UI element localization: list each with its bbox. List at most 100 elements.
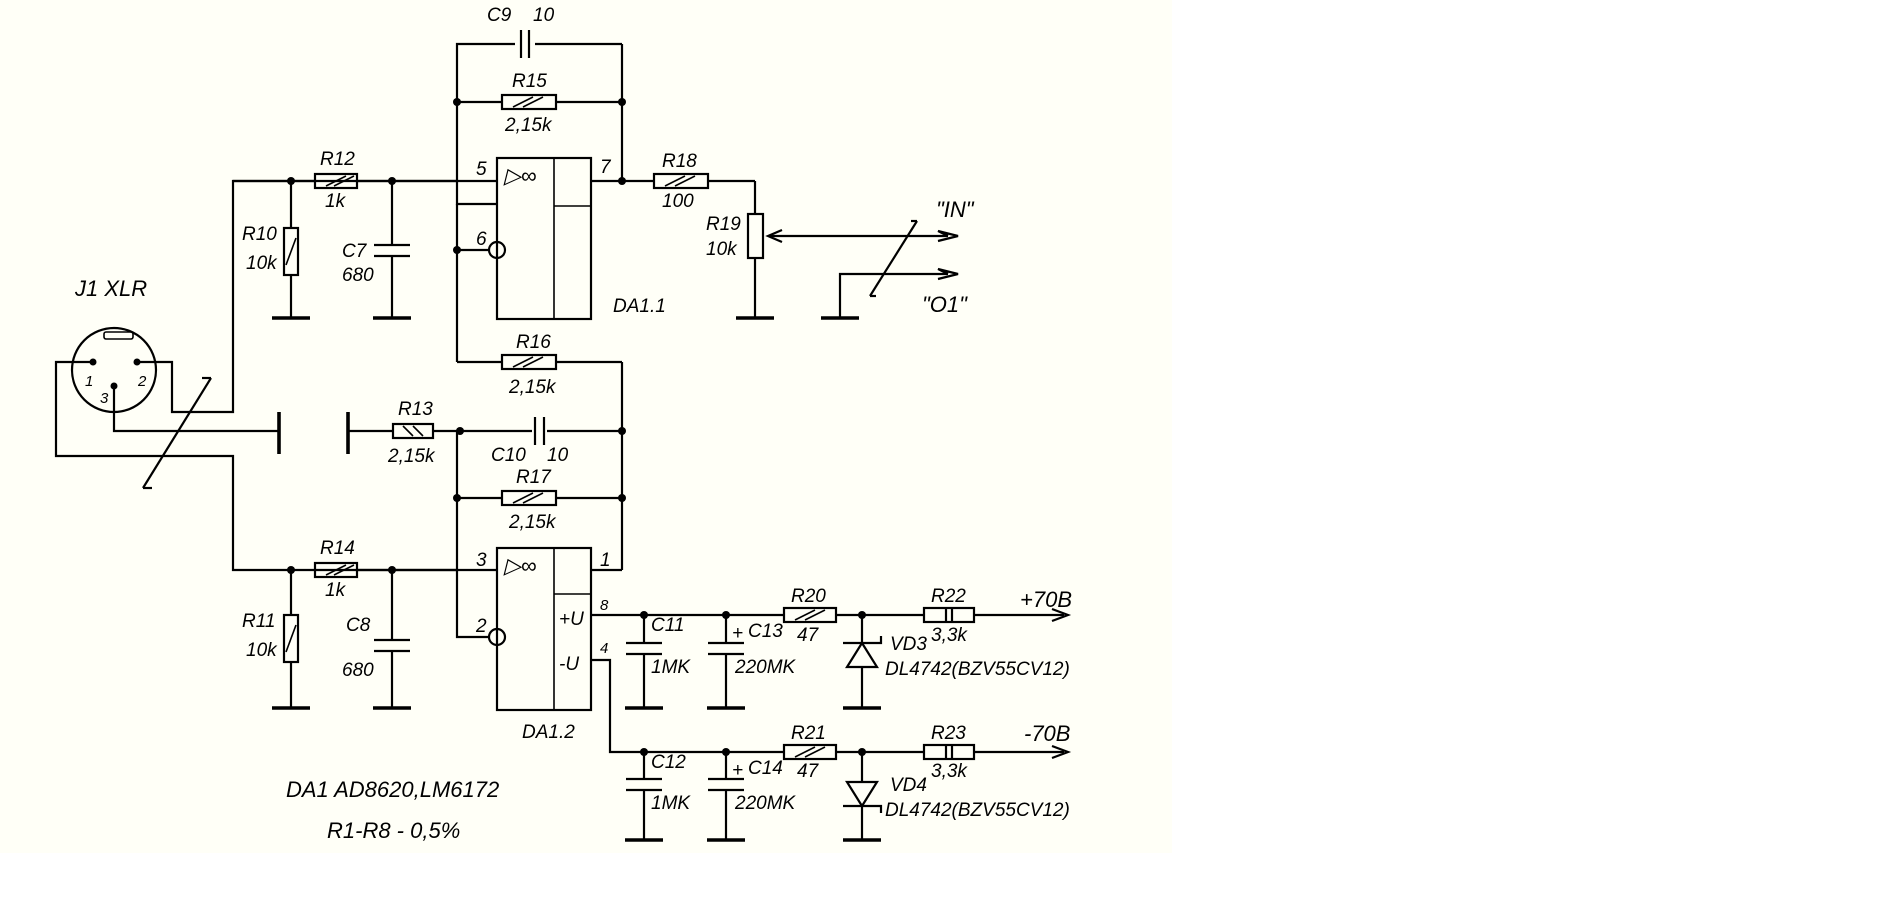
r13-value: 2,15k (387, 446, 436, 467)
da12-pin3: 3 (476, 550, 487, 571)
c11-value: 1MK (651, 657, 691, 678)
r15-value: 2,15k (504, 115, 553, 136)
note-tolerance: R1-R8 - 0,5% (327, 818, 460, 843)
capacitor-c10: C10 10 (491, 417, 569, 466)
da11-pin7: 7 (600, 157, 612, 178)
r21-ref: R21 (791, 723, 826, 744)
resistor-r15: R15 2,15k (500, 71, 558, 136)
power-negative-label: -70B (1024, 721, 1070, 746)
r10-ref: R10 (242, 224, 277, 245)
capacitor-c14: + C14 220MK (708, 758, 797, 814)
da12-ref: DA1.2 (522, 722, 575, 743)
c9-ref: C9 (487, 5, 512, 26)
xlr-name: J1 XLR (74, 276, 147, 301)
r11-ref: R11 (242, 611, 275, 632)
capacitor-c8: C8 680 (342, 615, 410, 681)
r11-value: 10k (246, 640, 278, 661)
xlr-pin1: 1 (85, 373, 93, 390)
c8-value: 680 (342, 660, 374, 681)
r20-value: 47 (797, 625, 820, 646)
da11-pin6: 6 (476, 229, 487, 250)
zener-vd4: VD4 DL4742(BZV55CV12) (843, 775, 1070, 821)
da11-ref: DA1.1 (613, 296, 666, 317)
xlr-pin2: 2 (137, 373, 147, 390)
capacitor-c12: C12 1MK (626, 752, 691, 814)
c11-ref: C11 (651, 615, 684, 636)
c12-value: 1MK (651, 793, 691, 814)
r19-value: 10k (706, 239, 738, 260)
zener-vd3: VD3 DL4742(BZV55CV12) (843, 634, 1070, 680)
r23-value: 3,3k (931, 761, 968, 782)
r19-ref: R19 (706, 214, 741, 235)
capacitor-c7: C7 680 (342, 241, 410, 286)
resistor-r23: R23 3,3k (922, 723, 976, 782)
da12-pin2: 2 (475, 616, 487, 637)
r21-value: 47 (797, 761, 820, 782)
resistor-r14: R14 1k (313, 538, 359, 601)
svg-text:+: + (732, 760, 743, 781)
vd4-ref: VD4 (890, 775, 927, 796)
da12-pin1: 1 (600, 550, 611, 571)
note-opamp-type: DA1 AD8620,LM6172 (286, 777, 499, 802)
c13-ref: C13 (748, 621, 783, 642)
xlr-pin3: 3 (100, 390, 109, 407)
r18-ref: R18 (662, 151, 697, 172)
r23-ref: R23 (931, 723, 966, 744)
r20-ref: R20 (791, 586, 826, 607)
c10-ref: C10 (491, 445, 526, 466)
power-positive-label: +70B (1020, 587, 1072, 612)
r16-value: 2,15k (508, 377, 557, 398)
opamp-da1-2: ▷∞ 3 2 1 8 4 +U -U DA1.2 (475, 546, 611, 743)
capacitor-c13: + C13 220MK (708, 621, 797, 678)
r12-value: 1k (325, 191, 347, 212)
resistor-r21: R21 47 (782, 723, 838, 782)
c7-ref: C7 (342, 241, 368, 262)
c12-ref: C12 (651, 752, 686, 773)
c7-value: 680 (342, 265, 374, 286)
da12-vneg-label: -U (559, 654, 579, 675)
r17-ref: R17 (516, 467, 552, 488)
r14-value: 1k (325, 580, 347, 601)
r18-value: 100 (662, 191, 694, 212)
c13-value: 220MK (734, 657, 797, 678)
r22-ref: R22 (931, 586, 966, 607)
c14-value: 220MK (734, 793, 797, 814)
c9-value: 10 (533, 5, 555, 26)
r14-ref: R14 (320, 538, 355, 559)
resistor-r18: R18 100 (652, 151, 710, 212)
output-o1-label: "O1" (922, 292, 968, 317)
r12-ref: R12 (320, 149, 355, 170)
da12-pin8: 8 (600, 597, 609, 614)
r17-value: 2,15k (508, 512, 557, 533)
c14-ref: C14 (748, 758, 783, 779)
da11-pin5: 5 (476, 159, 487, 180)
capacitor-c11: C11 1MK (626, 615, 691, 678)
r13-ref: R13 (398, 399, 433, 420)
r22-value: 3,3k (931, 625, 968, 646)
opamp-da1-1: ▷∞ 5 6 7 DA1.1 (476, 156, 666, 321)
svg-text:+: + (732, 623, 743, 644)
resistor-r13: R13 2,15k (387, 399, 436, 467)
resistor-r22: R22 3,3k (922, 586, 976, 646)
resistor-r20: R20 47 (782, 586, 838, 646)
vd3-value: DL4742(BZV55CV12) (885, 659, 1070, 680)
da12-vpos-label: +U (559, 609, 584, 630)
resistor-r17: R17 2,15k (500, 467, 558, 533)
output-in-label: "IN" (936, 197, 975, 222)
da11-symbol: ▷∞ (503, 163, 537, 188)
da12-pin4: 4 (600, 640, 608, 657)
r15-ref: R15 (512, 71, 547, 92)
paper-background (0, 0, 1172, 853)
potentiometer-r19: R19 10k (706, 212, 783, 260)
capacitor-c9: C9 10 (487, 5, 555, 58)
da12-symbol: ▷∞ (503, 553, 537, 578)
vd4-value: DL4742(BZV55CV12) (885, 800, 1070, 821)
c8-ref: C8 (346, 615, 371, 636)
resistor-r11: R11 10k (242, 611, 300, 664)
r16-ref: R16 (516, 332, 551, 353)
wiring (54, 42, 1072, 840)
vd3-ref: VD3 (890, 634, 927, 655)
c10-value: 10 (547, 445, 569, 466)
